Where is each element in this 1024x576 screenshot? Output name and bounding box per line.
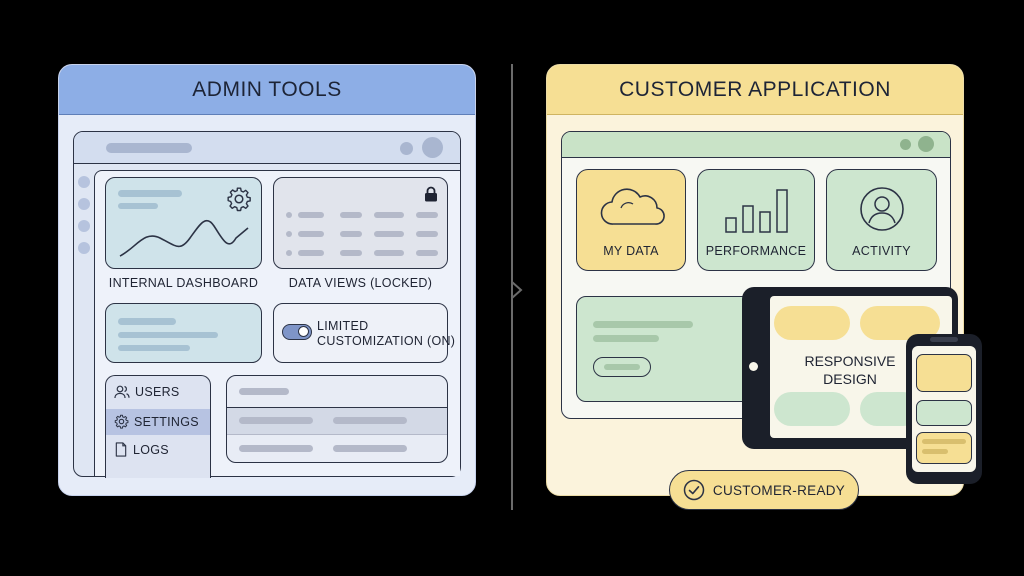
placeholder-line	[118, 203, 158, 209]
menu-item-settings[interactable]: SETTINGS	[114, 414, 199, 429]
menu-item-logs[interactable]: LOGS	[114, 442, 169, 457]
window-control-circle[interactable]	[422, 137, 443, 158]
internal-dashboard-card[interactable]	[105, 177, 262, 269]
placeholder-line	[118, 332, 218, 338]
rail-dot[interactable]	[78, 220, 90, 232]
content-action-button[interactable]	[593, 357, 651, 377]
limited-customization-card[interactable]: LIMITED CUSTOMIZATION (ON)	[273, 303, 455, 363]
cloud-icon	[600, 188, 665, 225]
menu-item-users[interactable]: USERS	[114, 385, 180, 399]
internal-dashboard-label: INTERNAL DASHBOARD	[108, 276, 259, 290]
placeholder-line	[298, 231, 324, 237]
placeholder-line	[374, 212, 404, 218]
table-row[interactable]	[227, 436, 447, 462]
placeholder-line	[118, 345, 190, 351]
placeholder-line	[333, 417, 407, 424]
row-dot	[286, 212, 292, 218]
menu-label: SETTINGS	[134, 414, 199, 429]
check-circle-icon	[683, 479, 705, 501]
menu-label: LOGS	[133, 442, 169, 457]
titlebar-placeholder	[106, 143, 192, 153]
rail-dot[interactable]	[78, 198, 90, 210]
limited-label: LIMITED	[317, 319, 369, 333]
placeholder-line	[118, 190, 182, 197]
tablet-home-button[interactable]	[749, 362, 758, 371]
lock-icon	[425, 186, 437, 202]
customization-toggle[interactable]	[282, 324, 312, 340]
placeholder-line	[416, 212, 438, 218]
placeholder-line	[333, 445, 407, 452]
phone-card	[916, 400, 972, 426]
window-control-circle[interactable]	[918, 136, 934, 152]
placeholder-line	[239, 417, 313, 424]
placeholder-line	[593, 335, 659, 342]
summary-card[interactable]	[105, 303, 262, 363]
responsive-label-line1: RESPONSIVE	[804, 353, 896, 369]
window-control-dot[interactable]	[400, 142, 413, 155]
placeholder-line	[922, 439, 966, 444]
responsive-design-label: RESPONSIVE DESIGN	[790, 352, 910, 388]
customer-ready-label: CUSTOMER-READY	[712, 482, 846, 498]
placeholder-line	[340, 212, 362, 218]
tile-activity[interactable]: ACTIVITY	[826, 169, 937, 271]
phone-card	[916, 354, 972, 392]
tablet-pill	[774, 392, 850, 426]
placeholder-line	[239, 445, 313, 452]
table-row[interactable]	[227, 407, 447, 435]
tile-performance[interactable]: PERFORMANCE	[697, 169, 815, 271]
placeholder-line	[298, 212, 324, 218]
placeholder-line	[239, 388, 289, 395]
file-icon	[115, 442, 127, 457]
tablet-pill	[774, 306, 850, 340]
placeholder-line	[922, 449, 948, 454]
tile-label: PERFORMANCE	[705, 244, 807, 258]
toggle-knob	[298, 326, 309, 337]
rail-dot[interactable]	[78, 176, 90, 188]
placeholder-line	[416, 231, 438, 237]
customization-label: CUSTOMIZATION (ON)	[317, 334, 456, 348]
admin-window-titlebar	[74, 132, 460, 164]
phone-card	[916, 432, 972, 464]
placeholder-line	[298, 250, 324, 256]
bar-chart-icon	[725, 189, 788, 233]
customer-ready-badge: CUSTOMER-READY	[669, 470, 859, 510]
admin-table-card	[226, 375, 448, 463]
placeholder-line	[118, 318, 176, 325]
placeholder-line	[374, 231, 404, 237]
admin-tools-title: ADMIN TOOLS	[59, 65, 475, 115]
user-icon	[860, 187, 904, 231]
data-views-label: DATA VIEWS (LOCKED)	[288, 276, 433, 290]
row-dot	[286, 250, 292, 256]
window-control-dot[interactable]	[900, 139, 911, 150]
menu-label: USERS	[135, 385, 180, 399]
phone-screen	[912, 346, 976, 472]
row-dot	[286, 231, 292, 237]
rail-dot[interactable]	[78, 242, 90, 254]
placeholder-line	[340, 231, 362, 237]
placeholder-line	[604, 364, 640, 370]
tile-my-data[interactable]: MY DATA	[576, 169, 686, 271]
tile-label: ACTIVITY	[852, 244, 911, 258]
placeholder-line	[340, 250, 362, 256]
data-views-card	[273, 177, 448, 269]
users-icon	[114, 385, 130, 399]
tile-label: MY DATA	[603, 244, 659, 258]
admin-sidebar-menu: USERS SETTINGS LOGS	[105, 375, 211, 478]
gear-icon[interactable]	[226, 186, 252, 212]
customer-window-titlebar	[562, 132, 950, 158]
line-chart-icon	[119, 220, 249, 257]
placeholder-line	[416, 250, 438, 256]
placeholder-line	[374, 250, 404, 256]
divider-arrow-icon	[511, 281, 523, 299]
phone-speaker	[930, 337, 958, 342]
responsive-label-line2: DESIGN	[823, 371, 877, 387]
gear-icon	[114, 414, 129, 429]
panel-divider	[511, 64, 513, 510]
customer-application-title: CUSTOMER APPLICATION	[547, 65, 963, 115]
placeholder-line	[593, 321, 693, 328]
